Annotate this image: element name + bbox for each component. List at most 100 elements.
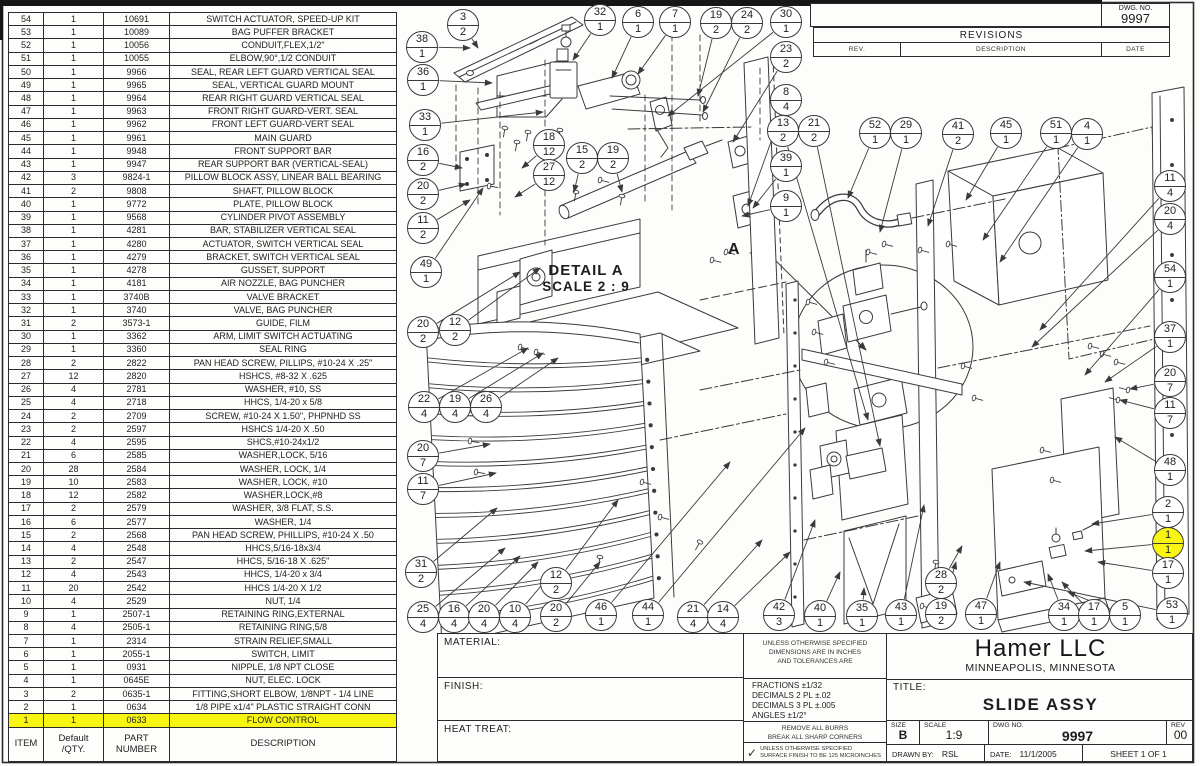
bom-cell: 34 bbox=[9, 277, 44, 290]
bom-cell: 19 bbox=[9, 476, 44, 489]
bom-cell: SEAL RING bbox=[259, 344, 307, 355]
bom-cell: RETAINING RING,EXTERNAL bbox=[221, 609, 345, 620]
bom-cell: ACTUATOR, SWITCH VERTICAL SEAL bbox=[202, 238, 364, 249]
bom-cell: SHAFT, PILLOW BLOCK bbox=[232, 185, 334, 196]
bom-cell: 1 bbox=[44, 224, 104, 237]
bom-cell: 2709 bbox=[104, 410, 170, 423]
bom-cell: 2584 bbox=[104, 462, 170, 476]
bom-cell: 9966 bbox=[104, 65, 170, 79]
date-cell: DATE: 11/1/2005 bbox=[985, 745, 1083, 763]
bom-cell: HHCS, 1/4-20 x 5/8 bbox=[243, 397, 323, 408]
bom-cell: NUT, 1/4 bbox=[265, 595, 301, 606]
date-label: DATE: bbox=[990, 749, 1012, 759]
bom-cell: 4181 bbox=[104, 277, 170, 290]
bom-cell: 4 bbox=[44, 396, 104, 410]
bom-cell: 30 bbox=[9, 330, 44, 343]
bom-cell: 2585 bbox=[104, 449, 170, 462]
bom-cell: 2595 bbox=[104, 436, 170, 449]
section-a-label: A bbox=[728, 241, 740, 258]
bom-cell: 39 bbox=[9, 211, 44, 224]
bom-cell: SCREW, #10-24 X 1.50", PHPNHD SS bbox=[205, 410, 361, 421]
bom-cell: 0634 bbox=[104, 701, 170, 714]
bom-cell: HHCS, 5/16-18 X .625" bbox=[236, 556, 330, 567]
bom-cell: 2 bbox=[44, 687, 104, 701]
bom-cell: 2820 bbox=[104, 370, 170, 383]
bom-cell: BRACKET, SWITCH VERTICAL SEAL bbox=[206, 251, 360, 262]
bom-cell: 2542 bbox=[104, 582, 170, 595]
bom-cell: 9964 bbox=[104, 92, 170, 105]
bom-header-qty: Default/QTY. bbox=[44, 728, 104, 761]
bom-cell: 26 bbox=[9, 383, 44, 396]
revisions-col-description: DESCRIPTION bbox=[901, 43, 1102, 56]
bom-cell: 4 bbox=[44, 568, 104, 582]
dwg-cell: DWG NO. 9997 bbox=[989, 721, 1167, 744]
bom-cell: 53 bbox=[9, 26, 44, 39]
bom-cell: WASHER, LOCK, 1/4 bbox=[239, 463, 327, 474]
bom-cell: 4281 bbox=[104, 224, 170, 237]
bom-cell: 3740 bbox=[104, 304, 170, 317]
bom-cell: 9965 bbox=[104, 79, 170, 92]
bom-cell: 1 bbox=[44, 343, 104, 357]
bom-cell: 0635-1 bbox=[104, 687, 170, 701]
bom-cell: 46 bbox=[9, 118, 44, 132]
bom-cell: 44 bbox=[9, 145, 44, 158]
rev-value: 00 bbox=[1173, 728, 1188, 742]
bom-cell: 4278 bbox=[104, 264, 170, 277]
bom-cell: 12 bbox=[9, 568, 44, 582]
bom-cell: 1 bbox=[44, 648, 104, 661]
bom-cell: BAG PUFFER BRACKET bbox=[231, 26, 335, 37]
heat-treat-cell: HEAT TREAT: bbox=[438, 721, 743, 763]
bom-cell: 2 bbox=[44, 555, 104, 568]
bom-cell: VALVE, BAG PUNCHER bbox=[233, 304, 333, 315]
bom-cell: 14 bbox=[9, 542, 44, 555]
bom-cell: SWITCH, LIMIT bbox=[251, 648, 315, 659]
bom-cell: PILLOW BLOCK ASSY, LINEAR BALL BEARING bbox=[184, 172, 382, 183]
bom-cell: 51 bbox=[9, 52, 44, 65]
bom-cell: 9948 bbox=[104, 145, 170, 158]
scan-edge-left bbox=[0, 0, 3, 40]
bom-cell: 4 bbox=[44, 595, 104, 608]
bom-cell: 4 bbox=[44, 542, 104, 555]
bom-cell: 10691 bbox=[104, 13, 170, 26]
revisions-col-date: DATE bbox=[1126, 46, 1145, 53]
material-label: MATERIAL: bbox=[444, 637, 501, 648]
bom-cell: 2718 bbox=[104, 396, 170, 410]
bom-cell: 35 bbox=[9, 264, 44, 277]
bom-cell: 4 bbox=[44, 383, 104, 396]
bom-cell: 1 bbox=[44, 198, 104, 211]
bom-cell: 1 bbox=[44, 211, 104, 224]
bom-cell: 50 bbox=[9, 65, 44, 79]
